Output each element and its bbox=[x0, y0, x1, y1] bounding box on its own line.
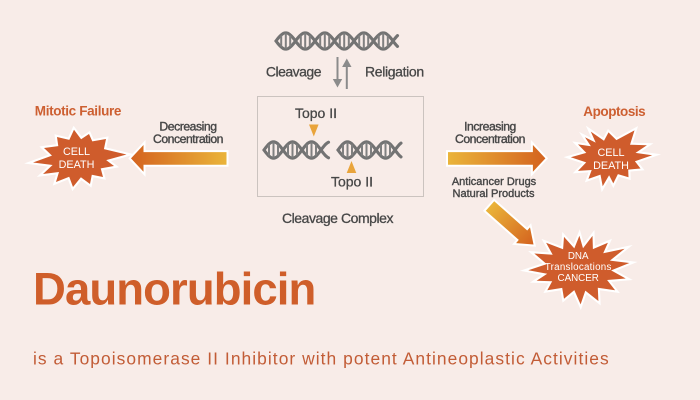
svg-text:DNA: DNA bbox=[568, 251, 589, 262]
svg-text:Decreasing: Decreasing bbox=[159, 120, 216, 134]
svg-text:Mitotic Failure: Mitotic Failure bbox=[35, 104, 122, 119]
svg-text:CELL: CELL bbox=[597, 147, 624, 159]
svg-text:Topo II: Topo II bbox=[331, 174, 373, 190]
svg-text:Religation: Religation bbox=[365, 64, 424, 80]
svg-text:Translocations: Translocations bbox=[545, 262, 612, 273]
svg-text:Cleavage: Cleavage bbox=[266, 64, 322, 80]
svg-text:DEATH: DEATH bbox=[59, 159, 95, 171]
svg-text:Apoptosis: Apoptosis bbox=[583, 104, 645, 119]
svg-text:Increasing: Increasing bbox=[464, 120, 516, 134]
svg-text:Topo II: Topo II bbox=[295, 105, 337, 121]
svg-text:is a Topoisomerase II Inhibito: is a Topoisomerase II Inhibitor with pot… bbox=[33, 348, 610, 368]
svg-text:DEATH: DEATH bbox=[593, 160, 629, 172]
svg-text:Daunorubicin: Daunorubicin bbox=[33, 264, 315, 315]
svg-text:Concentration: Concentration bbox=[455, 132, 525, 146]
svg-text:Concentration: Concentration bbox=[153, 132, 223, 146]
svg-text:Anticancer Drugs: Anticancer Drugs bbox=[452, 176, 537, 188]
svg-text:Natural Products: Natural Products bbox=[453, 188, 535, 200]
svg-text:CANCER: CANCER bbox=[558, 273, 599, 284]
svg-text:Cleavage Complex: Cleavage Complex bbox=[282, 210, 394, 226]
svg-text:CELL: CELL bbox=[63, 146, 90, 158]
